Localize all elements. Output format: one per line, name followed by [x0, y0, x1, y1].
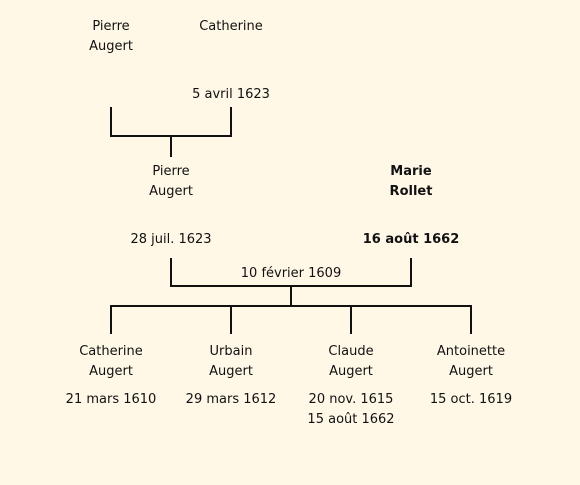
child-date: 20 nov. 1615	[308, 392, 394, 407]
wife-person: Marie Rollet	[390, 162, 433, 202]
child-card: Antoinette Augert 15 oct. 1619	[430, 342, 512, 410]
child-last-name: Augert	[329, 364, 373, 379]
child-last-name: Augert	[89, 364, 133, 379]
child-card: Catherine Augert 21 mars 1610	[66, 342, 157, 410]
grandfather-first-name: Pierre	[92, 19, 130, 34]
child-first-name: Catherine	[79, 344, 143, 359]
grandfather-person: Pierre Augert	[89, 17, 133, 57]
grandparents-marriage-date: 5 avril 1623	[192, 87, 270, 102]
child-first-name: Claude	[328, 344, 374, 359]
husband-person: Pierre Augert	[149, 162, 193, 202]
child-date: 21 mars 1610	[65, 392, 157, 407]
husband-last-name: Augert	[149, 184, 193, 199]
child-last-name: Augert	[209, 364, 253, 379]
wife-last-name: Rollet	[389, 184, 433, 199]
child-first-name: Urbain	[209, 344, 253, 359]
wife-death-date: 16 août 1662	[362, 232, 460, 247]
child-last-name: Augert	[449, 364, 493, 379]
grandmother-first-name: Catherine	[199, 19, 263, 34]
husband-first-name: Pierre	[152, 164, 190, 179]
grandfather-last-name: Augert	[89, 39, 133, 54]
husband-death-date: 28 juil. 1623	[130, 232, 212, 247]
child-date: 15 oct. 1619	[429, 392, 513, 407]
child-date: 29 mars 1612	[185, 392, 277, 407]
child-second-date: 15 août 1662	[307, 412, 395, 427]
wife-first-name: Marie	[390, 164, 432, 179]
parents-marriage-date: 10 février 1609	[240, 266, 342, 281]
child-first-name: Antoinette	[436, 344, 506, 359]
child-card: Claude Augert 20 nov. 1615 15 août 1662	[307, 342, 394, 430]
grandmother-person: Catherine	[199, 17, 263, 37]
child-card: Urbain Augert 29 mars 1612	[186, 342, 277, 410]
